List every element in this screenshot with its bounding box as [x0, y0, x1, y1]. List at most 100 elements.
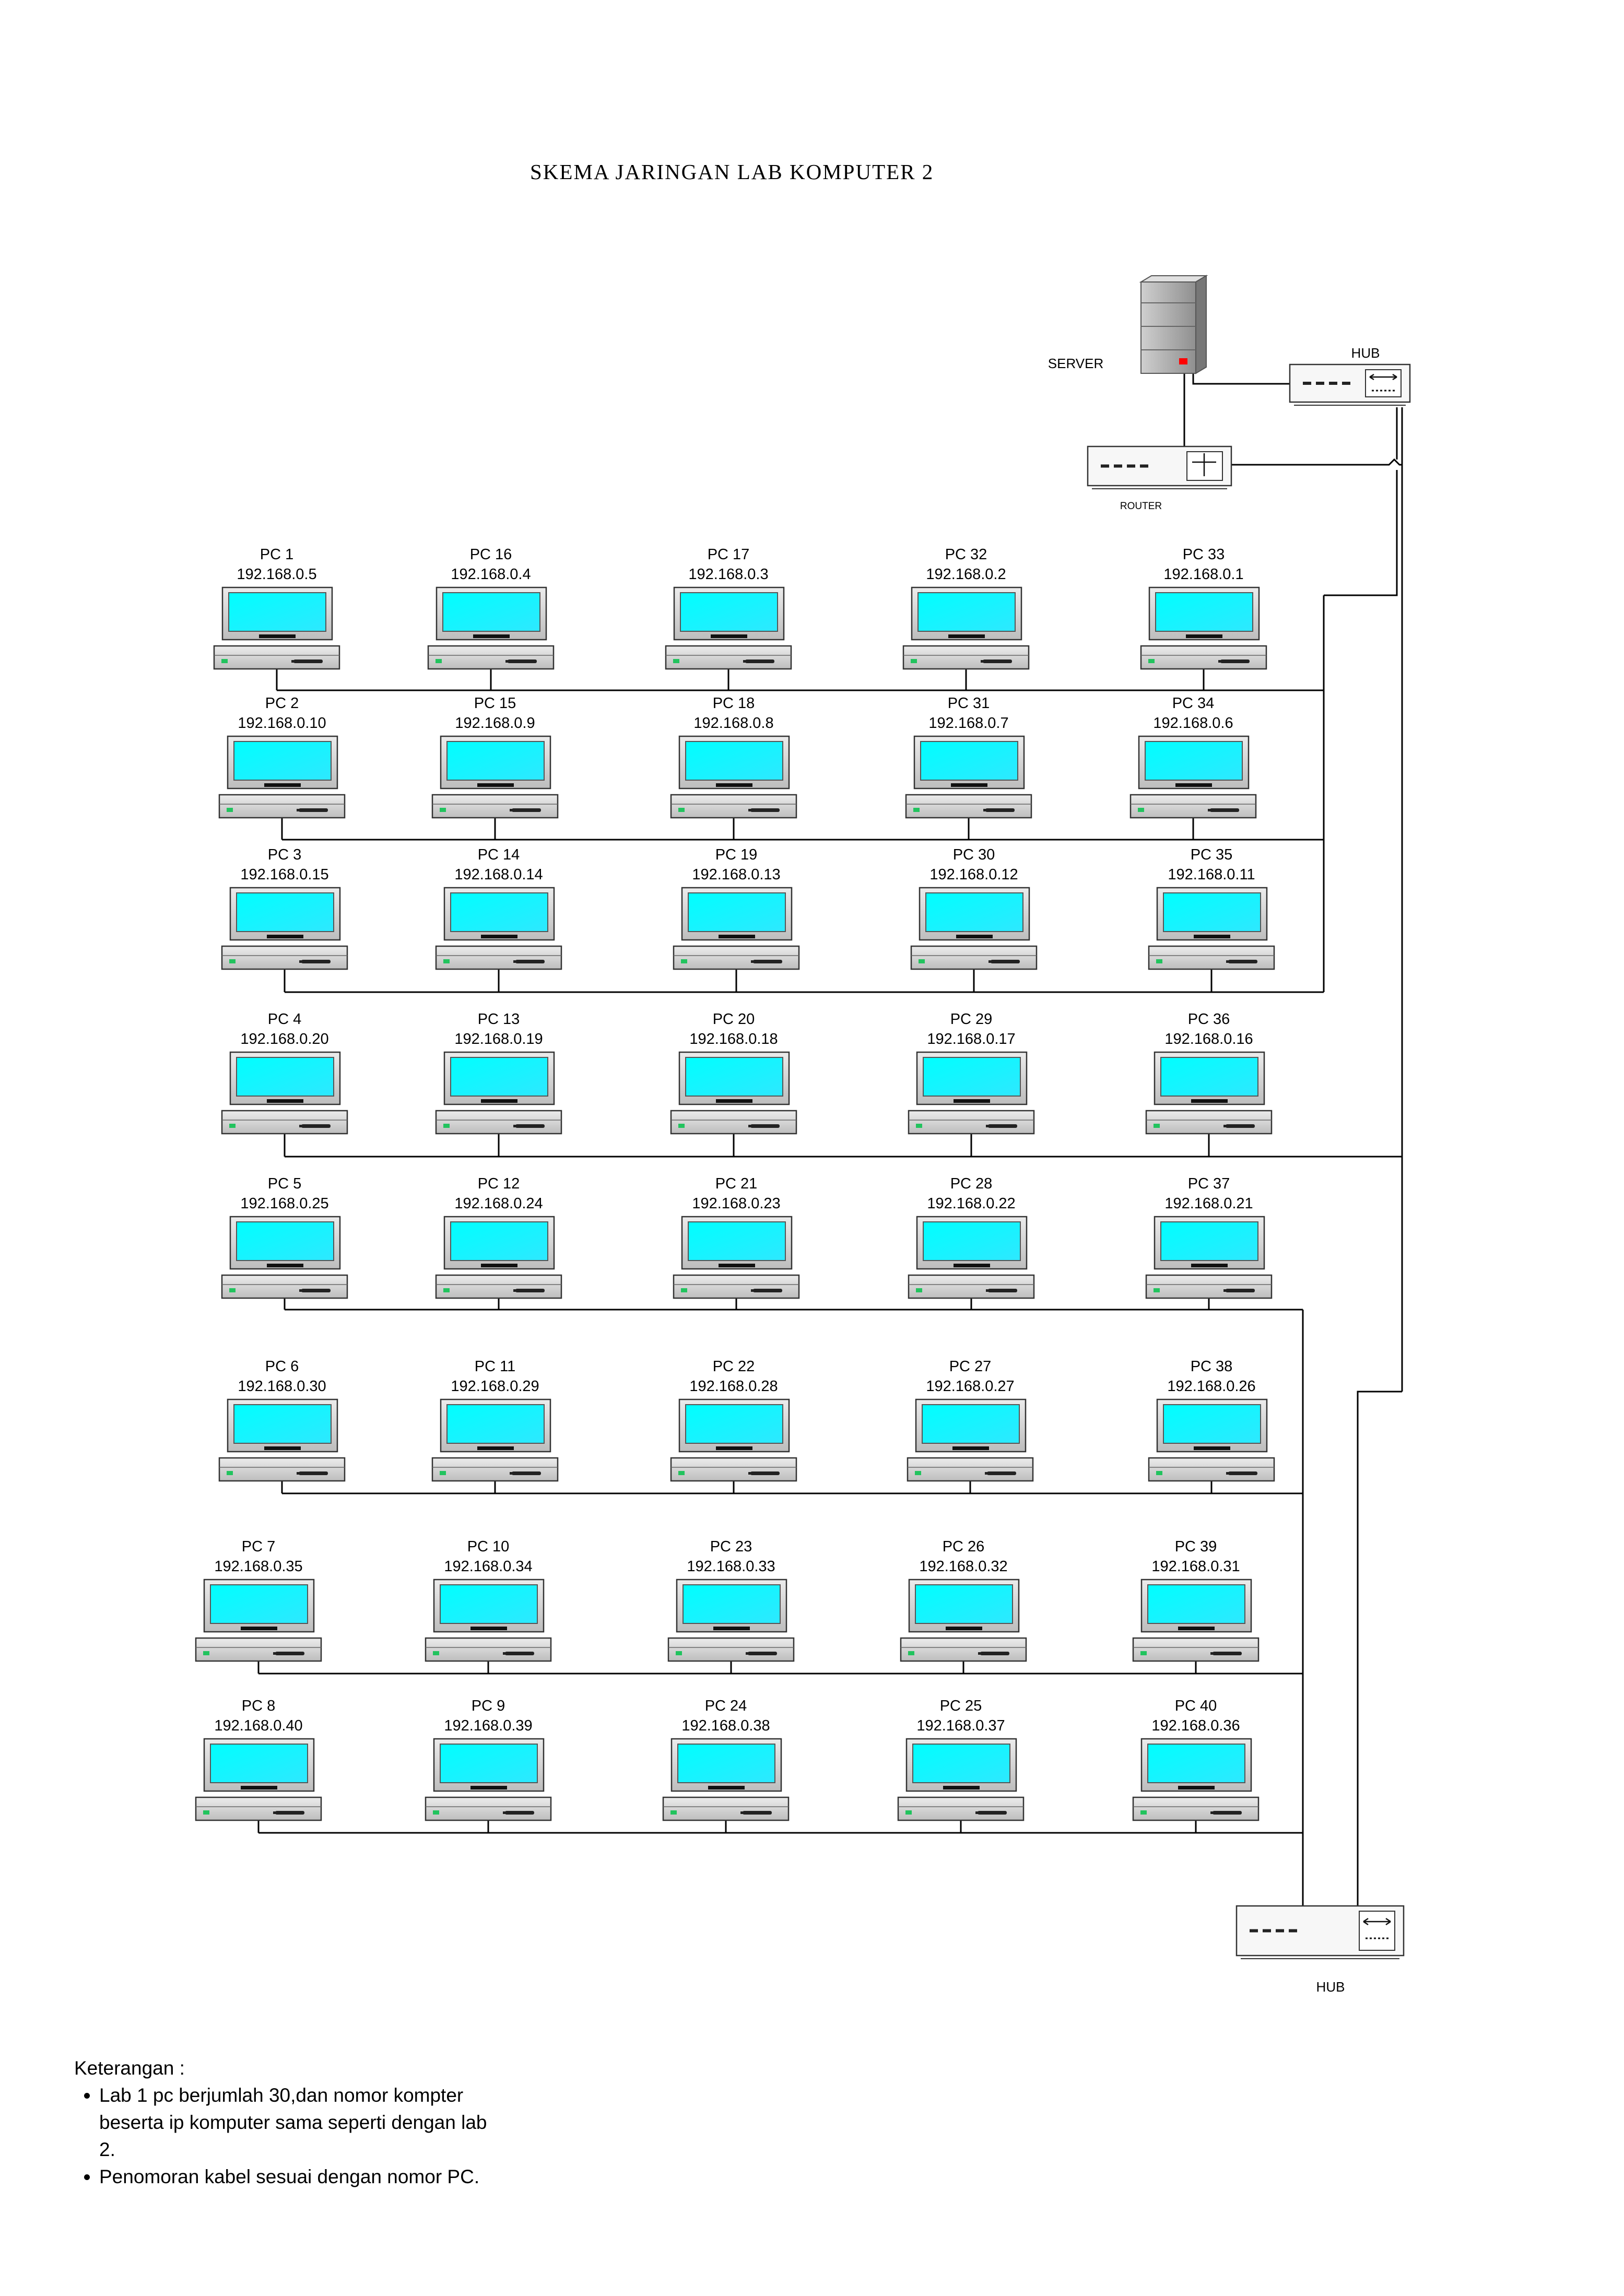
port-icon [1289, 1929, 1297, 1933]
pc-ip-label: 192.168.0.9 [455, 715, 535, 732]
power-led [908, 1651, 914, 1655]
drive-button [978, 1652, 982, 1655]
pc-name-label: PC 16 [470, 546, 512, 563]
monitor-stand [713, 1627, 750, 1630]
power-led [1154, 1288, 1160, 1292]
power-led [915, 1471, 921, 1475]
drive-button [981, 660, 985, 663]
pc-ip-label: 192.168.0.16 [1164, 1031, 1253, 1047]
power-led [911, 659, 917, 663]
drive-button [743, 660, 747, 663]
pc-name-label: PC 3 [268, 846, 301, 863]
drive-button [751, 960, 755, 963]
monitor-stand [716, 1446, 752, 1450]
monitor-stand [956, 935, 993, 938]
drive-button [1226, 960, 1230, 963]
power-led [440, 808, 446, 812]
monitor-stand [954, 1099, 990, 1103]
cpu-case [435, 1274, 562, 1299]
monitor-stand [952, 1446, 989, 1450]
cpu-case [902, 645, 1030, 670]
drive-slot [743, 1811, 772, 1815]
monitor-stand [259, 634, 296, 638]
power-led [678, 1471, 685, 1475]
pc-ip-label: 192.168.0.40 [214, 1717, 302, 1734]
drive-button [1218, 660, 1222, 663]
monitor-screen [446, 741, 545, 781]
monitor-screen [688, 892, 786, 932]
pc-name-label: PC 6 [265, 1358, 299, 1375]
cpu-case [1145, 1274, 1273, 1299]
network-cables [257, 373, 1403, 1906]
monitor-stand [711, 634, 747, 638]
drive-slot [1220, 660, 1250, 663]
drive-slot [980, 1652, 1009, 1655]
monitor-stand [473, 634, 510, 638]
drive-slot [753, 1289, 782, 1292]
power-led [673, 659, 679, 663]
pc-name-label: PC 14 [478, 846, 520, 863]
monitor-screen [685, 1404, 783, 1444]
port-icon [1303, 382, 1311, 385]
power-led [440, 1471, 446, 1475]
cpu-case [673, 1274, 800, 1299]
cpu-case [1148, 1457, 1275, 1482]
monitor-screen [685, 741, 783, 781]
cpu-case [218, 1457, 346, 1482]
drive-button [983, 809, 987, 811]
power-led [443, 1288, 450, 1292]
pc-ip-label: 192.168.0.22 [927, 1195, 1015, 1212]
monitor-stand [719, 935, 755, 938]
monitor-stand [1191, 1099, 1228, 1103]
pc-ip-label: 192.168.0.29 [451, 1378, 539, 1395]
cpu-case [1145, 1110, 1273, 1135]
power-led [681, 1288, 687, 1292]
cpu-case [670, 1457, 797, 1482]
power-led [433, 1810, 439, 1815]
drive-slot [275, 1652, 304, 1655]
monitor-screen [440, 1584, 538, 1624]
pc-name-label: PC 17 [708, 546, 750, 563]
cpu-case [425, 1637, 552, 1662]
